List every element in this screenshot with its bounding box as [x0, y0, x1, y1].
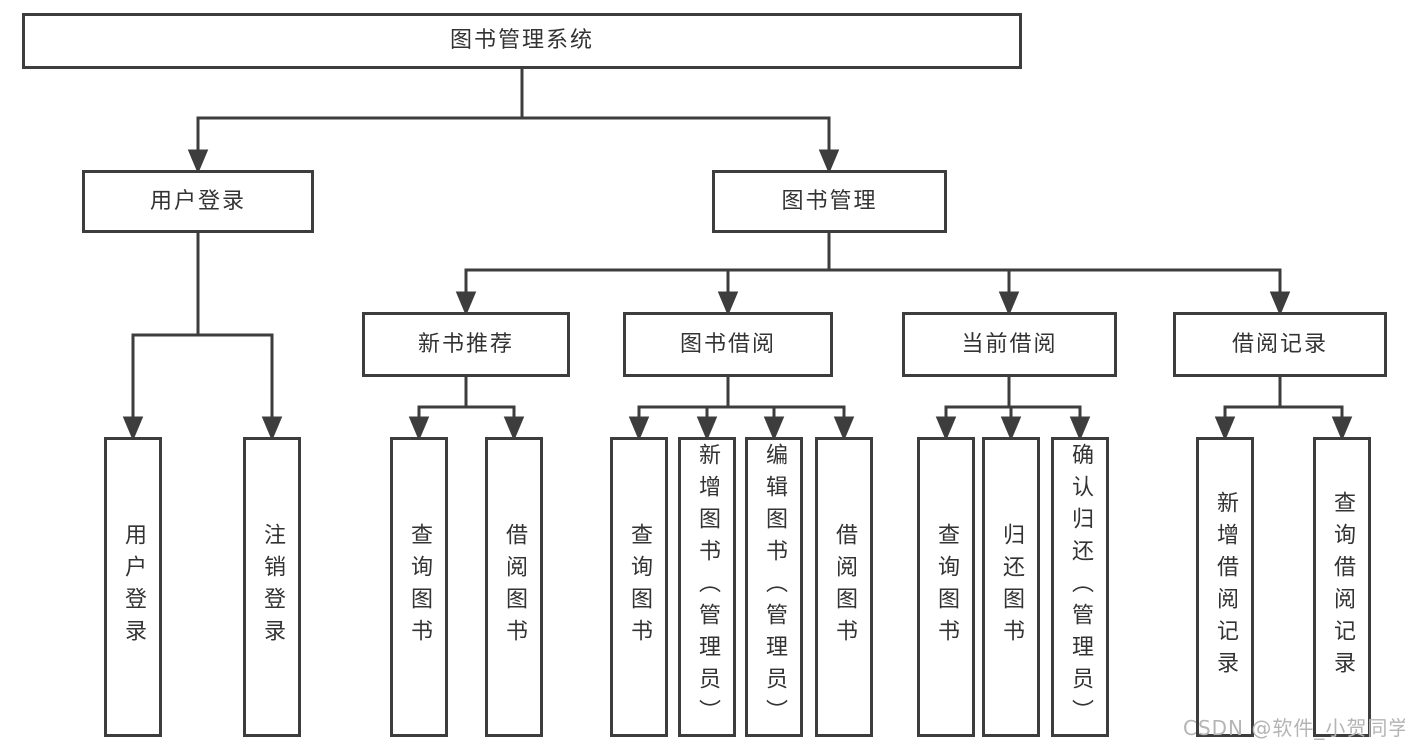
node-current-borrowing: 当前借阅	[902, 312, 1117, 377]
node-label: 图书借阅	[679, 331, 776, 357]
node-leaf-confirm-return-admin: 确认归还（管理员）	[1051, 437, 1109, 737]
node-leaf-query-books-current: 查询图书	[917, 437, 975, 737]
node-leaf-edit-books-admin: 编辑图书（管理员）	[745, 437, 803, 737]
node-label: 查询图书	[407, 523, 432, 651]
node-label: 查询图书	[934, 523, 959, 651]
node-library-management-system: 图书管理系统	[22, 13, 1022, 69]
node-label: 图书管理系统	[449, 28, 594, 53]
node-label: 新书推荐	[417, 331, 514, 357]
node-leaf-query-books-borrowing: 查询图书	[610, 437, 668, 737]
node-leaf-logout: 注销登录	[243, 437, 301, 737]
node-label: 用户登录	[149, 188, 246, 214]
node-book-management: 图书管理	[712, 170, 947, 233]
node-leaf-user-login: 用户登录	[104, 437, 162, 737]
node-label: 归还图书	[999, 523, 1024, 651]
node-leaf-query-books-recommend: 查询图书	[390, 437, 448, 737]
node-label: 编辑图书（管理员）	[762, 443, 787, 731]
node-label: 查询借阅记录	[1330, 491, 1355, 683]
node-leaf-add-borrow-record: 新增借阅记录	[1196, 437, 1254, 737]
node-label: 图书管理	[781, 188, 878, 214]
node-label: 借阅记录	[1231, 331, 1328, 357]
node-label: 借阅图书	[832, 523, 857, 651]
node-borrowing-records: 借阅记录	[1173, 312, 1387, 377]
node-label: 借阅图书	[502, 523, 527, 651]
node-leaf-return-books: 归还图书	[982, 437, 1040, 737]
node-user-login: 用户登录	[82, 170, 314, 233]
node-leaf-add-books-admin: 新增图书（管理员）	[678, 437, 736, 737]
node-label: 用户登录	[121, 523, 146, 651]
node-new-book-recommendation: 新书推荐	[362, 312, 570, 377]
node-label: 新增借阅记录	[1213, 491, 1238, 683]
node-label: 确认归还（管理员）	[1068, 443, 1093, 731]
watermark-text: CSDN @软件_小贺同学	[1183, 716, 1405, 740]
node-leaf-query-borrow-record: 查询借阅记录	[1313, 437, 1371, 737]
node-label: 查询图书	[627, 523, 652, 651]
node-label: 注销登录	[260, 523, 285, 651]
node-leaf-borrow-books: 借阅图书	[815, 437, 873, 737]
node-label: 当前借阅	[961, 331, 1058, 357]
node-label: 新增图书（管理员）	[695, 443, 720, 731]
node-leaf-borrow-books-recommend: 借阅图书	[485, 437, 543, 737]
node-book-borrowing: 图书借阅	[623, 312, 833, 377]
